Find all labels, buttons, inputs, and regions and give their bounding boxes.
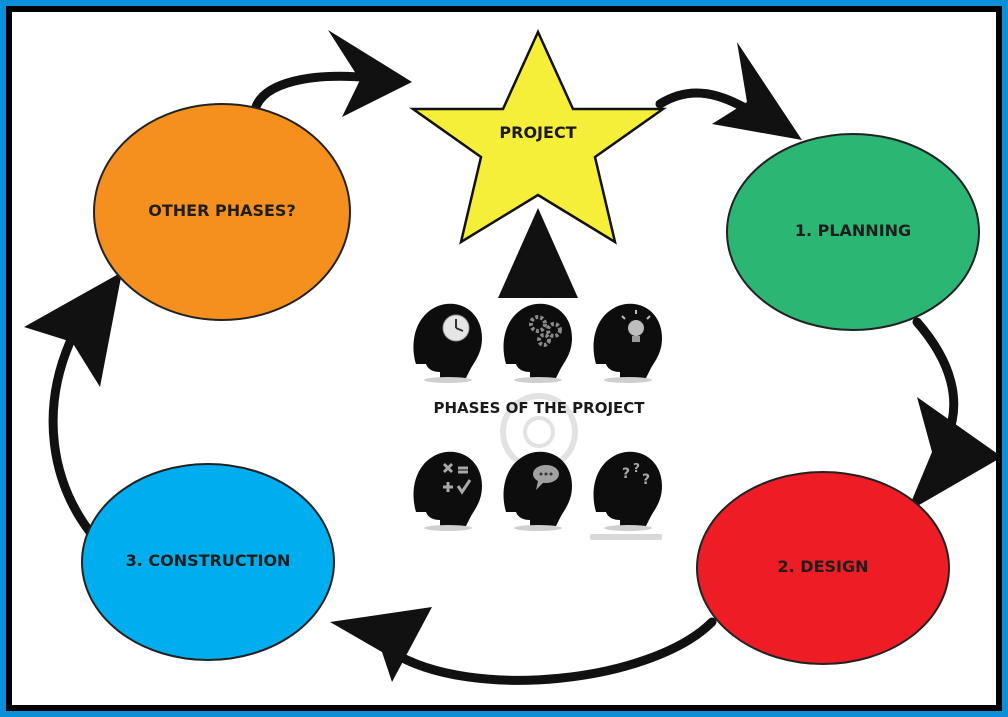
head-icon-speech [503, 451, 572, 531]
phase-cycle-diagram: PROJECT OTHER PHASES? 1. PLANNING 2. DES… [24, 28, 996, 685]
design-label: 2. DESIGN [778, 557, 869, 576]
head-icon-lightbulb [593, 303, 662, 383]
design-node [696, 471, 950, 665]
cycle-arrows [48, 71, 959, 685]
svg-text:?: ? [633, 461, 640, 475]
arrowhead-to-construction [330, 607, 432, 682]
head-icon-math [413, 451, 482, 531]
arrow-other-to-project [250, 71, 377, 115]
project-label: PROJECT [499, 123, 576, 142]
diagram-canvas: PROJECT OTHER PHASES? 1. PLANNING 2. DES… [12, 12, 996, 705]
planning-node [726, 133, 980, 331]
center-title: PHASES OF THE PROJECT [433, 399, 645, 417]
watermark-inner-icon [523, 416, 555, 448]
arrowhead-to-other [24, 272, 122, 387]
center-to-project-arrowhead [498, 208, 578, 298]
head-icon-question: ? ? ? [593, 451, 662, 531]
construction-node [81, 463, 335, 661]
other-phases-node [93, 103, 351, 321]
project-star [409, 28, 667, 245]
speech-bubble-icon [533, 465, 559, 490]
arrow-heads [24, 30, 996, 682]
other-phases-label: OTHER PHASES? [148, 201, 295, 220]
arrowhead-to-design [907, 397, 996, 512]
lightbulb-icon [621, 310, 651, 342]
arrow-construction-to-other [48, 337, 95, 537]
head-icon-gears [503, 303, 572, 383]
arrowhead-to-planning [712, 42, 802, 140]
math-icon [442, 462, 472, 495]
frame-border: PROJECT OTHER PHASES? 1. PLANNING 2. DES… [6, 6, 1002, 711]
arrow-design-to-construction [387, 617, 717, 685]
construction-label: 3. CONSTRUCTION [126, 551, 291, 570]
svg-text:?: ? [642, 472, 650, 488]
svg-text:?: ? [622, 466, 630, 482]
arrowhead-to-project [328, 30, 412, 117]
watermark-strip [590, 534, 662, 540]
planning-label: 1. PLANNING [795, 221, 911, 240]
gears-icon [529, 315, 562, 347]
head-icon-clock [413, 303, 482, 383]
question-marks-icon: ? ? ? [622, 461, 650, 488]
